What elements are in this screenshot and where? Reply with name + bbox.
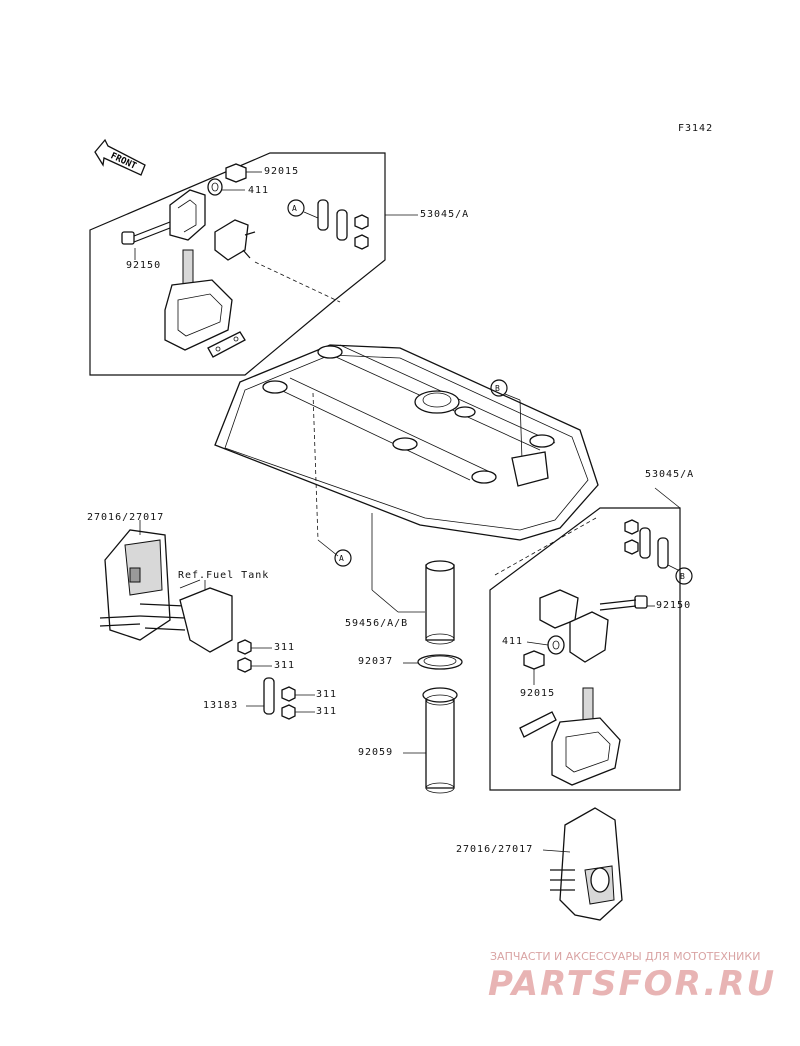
mount-bracket-icon	[169, 189, 206, 241]
left-engine-mount	[99, 520, 315, 720]
filler-hose-parts	[403, 560, 463, 794]
label-311-1: 311	[274, 642, 296, 653]
pipe-92059-icon	[425, 699, 455, 789]
figure-code: F3142	[678, 123, 714, 134]
callout-a-lower-label: A	[339, 554, 345, 563]
label-311-2: 311	[274, 660, 296, 671]
hose-59456-icon	[425, 564, 455, 641]
label-311-3: 311	[316, 689, 338, 700]
label-92037: 92037	[358, 656, 394, 667]
callout-b-upper	[490, 379, 508, 397]
label-92015-top: 92015	[264, 166, 300, 177]
watermark-tagline: ЗАПЧАСТИ И АКСЕССУАРЫ ДЛЯ МОТОТЕХНИКИ	[490, 950, 761, 963]
washer-411-icon	[207, 178, 223, 196]
flat-plate-2-icon	[336, 209, 348, 241]
label-92150-right: 92150	[656, 600, 692, 611]
right-mount-group	[489, 487, 693, 791]
engine-mount-upper-icon	[164, 279, 233, 351]
label-311-4: 311	[316, 706, 338, 717]
label-411-right: 411	[502, 636, 524, 647]
callout-b-lower-label: B	[680, 572, 686, 581]
callout-a-lower	[334, 549, 352, 567]
label-13183: 13183	[203, 700, 239, 711]
stud-bracket-icon	[214, 219, 249, 261]
label-59456: 59456/A/B	[345, 618, 409, 629]
filler-neck-icon	[414, 390, 460, 414]
label-92150-top: 92150	[126, 260, 162, 271]
label-411-top: 411	[248, 185, 270, 196]
flat-plate-1-icon	[317, 199, 329, 231]
watermark-logo: PARTSFOR.RU	[488, 964, 777, 1004]
label-53045-top: 53045/A	[420, 209, 470, 220]
upper-mount-group: FRONT	[89, 138, 418, 376]
bottom-engine-mount	[542, 807, 623, 921]
callout-b-lower	[675, 567, 693, 585]
label-27016-left: 27016/27017	[87, 512, 165, 523]
nut-92015-icon	[225, 163, 247, 183]
callout-a-upper-label: A	[292, 204, 298, 213]
fuel-tank	[214, 344, 599, 613]
label-ref-fuel-tank: Ref.Fuel Tank	[178, 570, 270, 581]
callout-a-upper	[287, 199, 305, 217]
label-92059: 92059	[358, 747, 394, 758]
label-27016-bottom: 27016/27017	[456, 844, 534, 855]
front-arrow-icon: FRONT	[94, 138, 146, 176]
label-92015-right: 92015	[520, 688, 556, 699]
clamp-92037-icon	[417, 654, 463, 670]
callout-b-upper-label: B	[495, 384, 501, 393]
label-53045-right: 53045/A	[645, 469, 695, 480]
bolt-92150-icon	[121, 221, 171, 245]
